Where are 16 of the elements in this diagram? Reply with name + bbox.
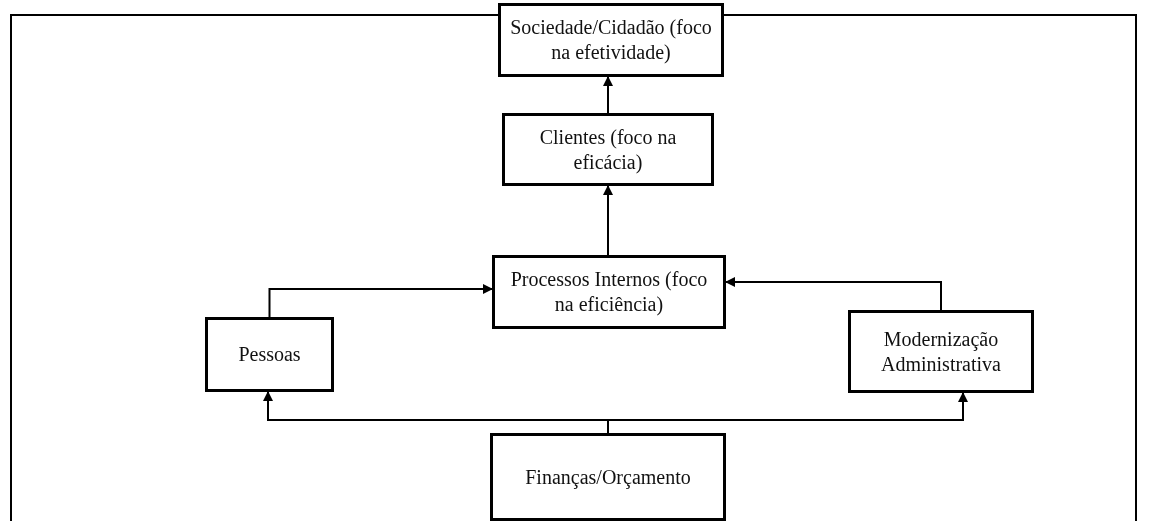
box-label: Pessoas xyxy=(238,342,301,367)
process-box xyxy=(848,310,1034,393)
box-label: Clientes (foco na eficácia) xyxy=(538,124,678,175)
process-box xyxy=(502,113,714,186)
process-box xyxy=(205,317,334,392)
box-label: Sociedade/Cidadão (foco na efetividade) xyxy=(509,15,713,65)
arrow xyxy=(603,76,613,114)
process-box xyxy=(492,255,726,329)
box-label: Modernização Administrativa xyxy=(880,326,1002,377)
box-label: Finanças/Orçamento xyxy=(525,464,691,490)
process-box xyxy=(490,433,726,521)
arrow xyxy=(725,277,942,311)
arrow xyxy=(603,185,613,256)
arrow xyxy=(268,284,493,318)
process-box xyxy=(498,3,724,77)
box-label: Processos Internos (foco na eficiência) xyxy=(509,267,709,317)
